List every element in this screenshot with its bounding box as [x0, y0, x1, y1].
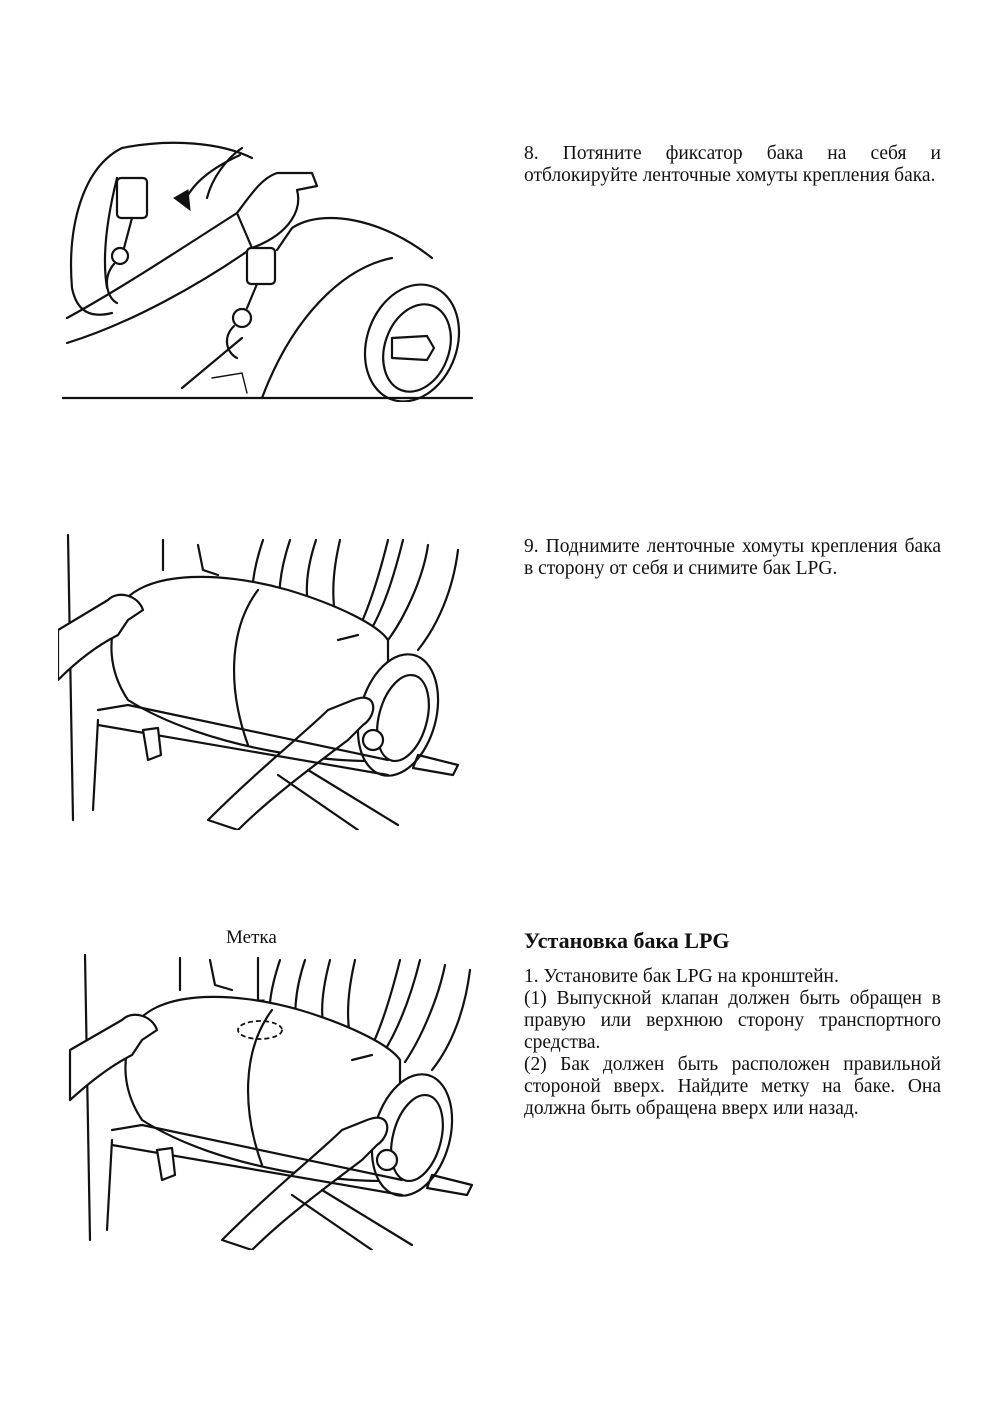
figure-tank-install	[60, 950, 476, 1250]
install-instructions: 1. Установите бак LPG на кронштейн. (1) …	[524, 966, 941, 1120]
figure-tank-latch	[62, 138, 474, 402]
step-8-text: 8. Потяните фиксатор бака на себя и отбл…	[524, 143, 941, 187]
install-line-1: 1. Установите бак LPG на кронштейн.	[524, 966, 839, 987]
install-section-title: Установка бака LPG	[524, 928, 730, 953]
step-8-paragraph: 8. Потяните фиксатор бака на себя и отбл…	[524, 143, 941, 186]
step-9-text: 9. Поднимите ленточные хомуты крепления …	[524, 536, 941, 580]
install-line-3: (2) Бак должен быть расположен правильно…	[524, 1054, 941, 1119]
figure-tank-removal	[58, 530, 478, 830]
step-9-paragraph: 9. Поднимите ленточные хомуты крепления …	[524, 536, 941, 579]
install-line-2: (1) Выпускной клапан должен быть обращен…	[524, 988, 941, 1053]
mark-label: Метка	[226, 927, 277, 948]
